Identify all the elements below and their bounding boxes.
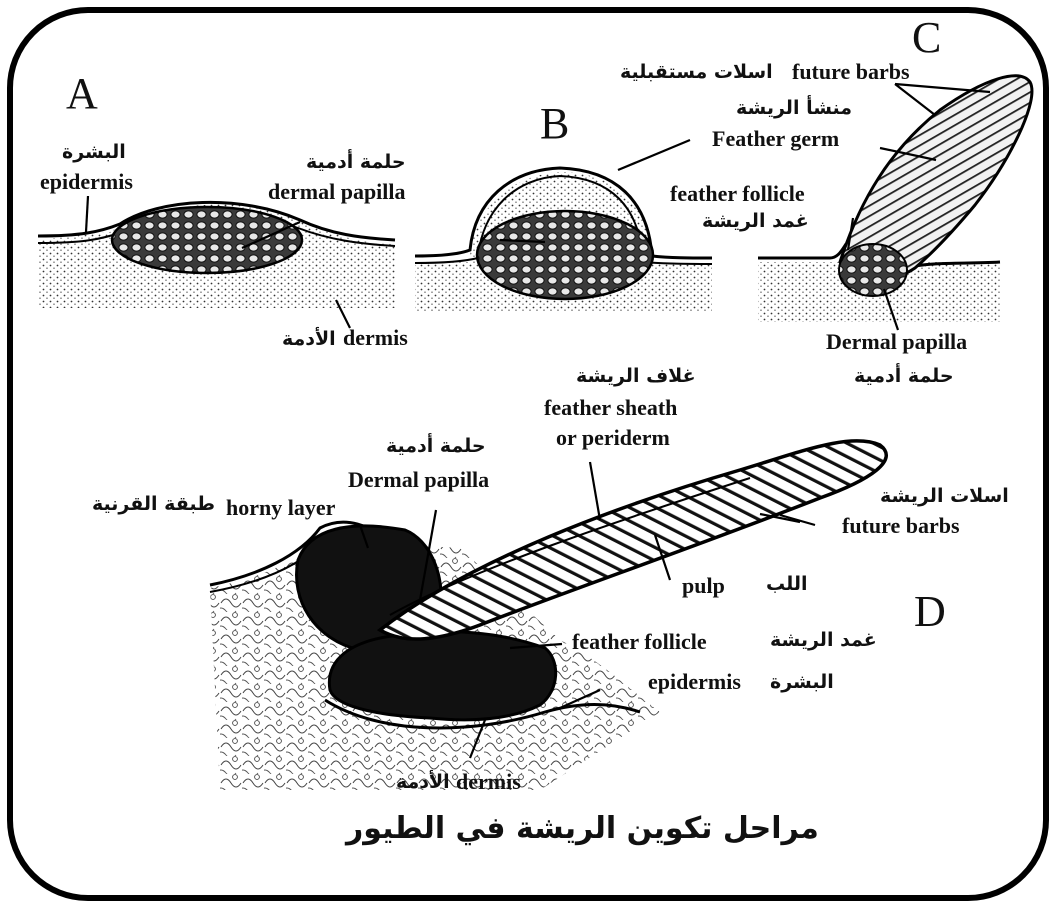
dermal-papilla-label-c: Dermal papilla [826,330,967,354]
panel-d-drawing [210,441,886,790]
dermis-label-d-ar: الأدمة [396,772,450,793]
follicle-shape [329,632,555,720]
future-barbs-label-c: future barbs [792,60,910,84]
feather-follicle-label-c-ar: غمد الريشة [702,211,809,232]
panel-b-drawing [415,168,712,312]
feather-follicle-label-d-ar: غمد الريشة [770,630,877,651]
epidermis-label-d: epidermis [648,670,741,694]
feather-germ-label-ar: منشأ الريشة [736,98,852,119]
future-barbs-label-d: future barbs [842,514,960,538]
panel-label-a: A [66,70,98,118]
feather-sheath-label-ar: غلاف الريشة [576,366,696,387]
dermal-papilla-shape-b [477,211,653,299]
future-barbs-label-d-ar: اسلات الريشة [880,486,1009,507]
dermis-label-ar: الأدمة [282,329,336,350]
panel-a-drawing [38,202,395,308]
pulp-label-ar: اللب [766,574,808,595]
dermal-papilla-label-d-ar: حلمة أدمية [386,436,486,457]
dermis-label-d: dermis [456,770,521,794]
epidermis-label-ar: البشرة [62,142,126,163]
horny-layer-label-ar: طبقة القرنية [92,494,215,515]
panel-label-c: C [912,14,941,62]
feather-sheath-label: feather sheath [544,396,677,420]
feather-follicle-label-d: feather follicle [572,630,707,654]
diagram-caption: مراحل تكوين الريشة في الطيور [346,812,819,845]
dermal-papilla-label: dermal papilla [268,180,406,204]
dermal-papilla-label-c-ar: حلمة أدمية [854,366,954,387]
panel-label-b: B [540,100,569,148]
dermal-papilla-shape-c [839,244,907,296]
dermis-label: dermis [343,326,408,350]
feather-germ-label: Feather germ [712,127,839,151]
horny-layer-label: horny layer [226,496,335,520]
periderm-label: or periderm [556,426,670,450]
epidermis-label-d-ar: البشرة [770,672,834,693]
panel-label-d: D [914,588,946,636]
dermal-papilla-label-d: Dermal papilla [348,468,489,492]
dermal-papilla-shape [112,207,302,273]
future-barbs-label-c-ar: اسلات مستقبلية [620,62,773,83]
dermal-papilla-label-ar: حلمة أدمية [306,152,406,173]
epidermis-label: epidermis [40,170,133,194]
pulp-label: pulp [682,574,725,598]
feather-follicle-label-c: feather follicle [670,182,805,206]
